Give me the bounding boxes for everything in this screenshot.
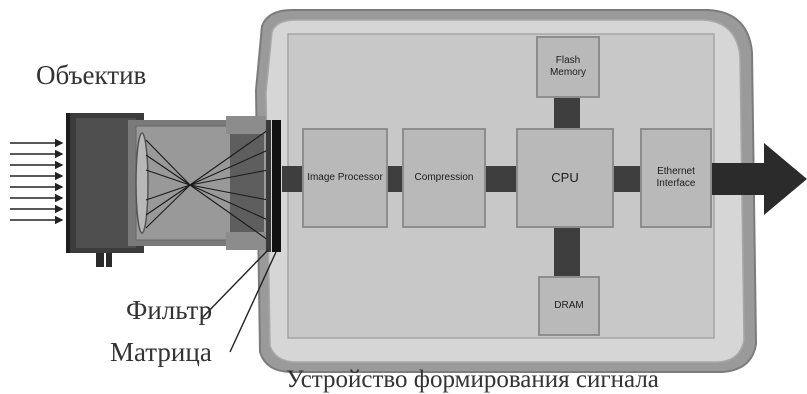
optical-ray-paths — [145, 129, 269, 241]
compression-label: Compression — [414, 171, 474, 183]
label-leaders — [201, 249, 277, 353]
filter-plate — [266, 120, 271, 252]
dram-label: DRAM — [554, 299, 584, 311]
flash-memory-label: Flash Memory — [549, 54, 587, 79]
flash-memory-block: Flash Memory — [536, 36, 600, 98]
sensor-label: Матрица — [110, 337, 212, 367]
image-sensor — [272, 120, 281, 252]
lens-mount-flange — [226, 232, 266, 250]
data-buses — [282, 98, 640, 276]
output-arrow-icon — [712, 143, 807, 215]
ethernet-interface-label: Ethernet Interface — [656, 165, 696, 190]
filter-label: Фильтр — [126, 295, 213, 325]
lens-assembly — [66, 113, 248, 267]
signal-unit-label: Устройство формирования сигнала — [286, 366, 659, 393]
lens-mount — [230, 118, 264, 248]
dram-block: DRAM — [538, 276, 600, 336]
cpu-label: CPU — [551, 169, 579, 185]
lens-label: Объектив — [36, 60, 147, 90]
image-processor-label: Image Processor — [307, 171, 383, 183]
compression-block: Compression — [402, 128, 486, 228]
ethernet-interface-block: Ethernet Interface — [640, 128, 712, 228]
light-rays-icon — [10, 138, 64, 225]
image-processor-block: Image Processor — [302, 128, 388, 228]
lens-mount-flange-top — [226, 116, 266, 134]
cpu-block: CPU — [516, 128, 614, 228]
